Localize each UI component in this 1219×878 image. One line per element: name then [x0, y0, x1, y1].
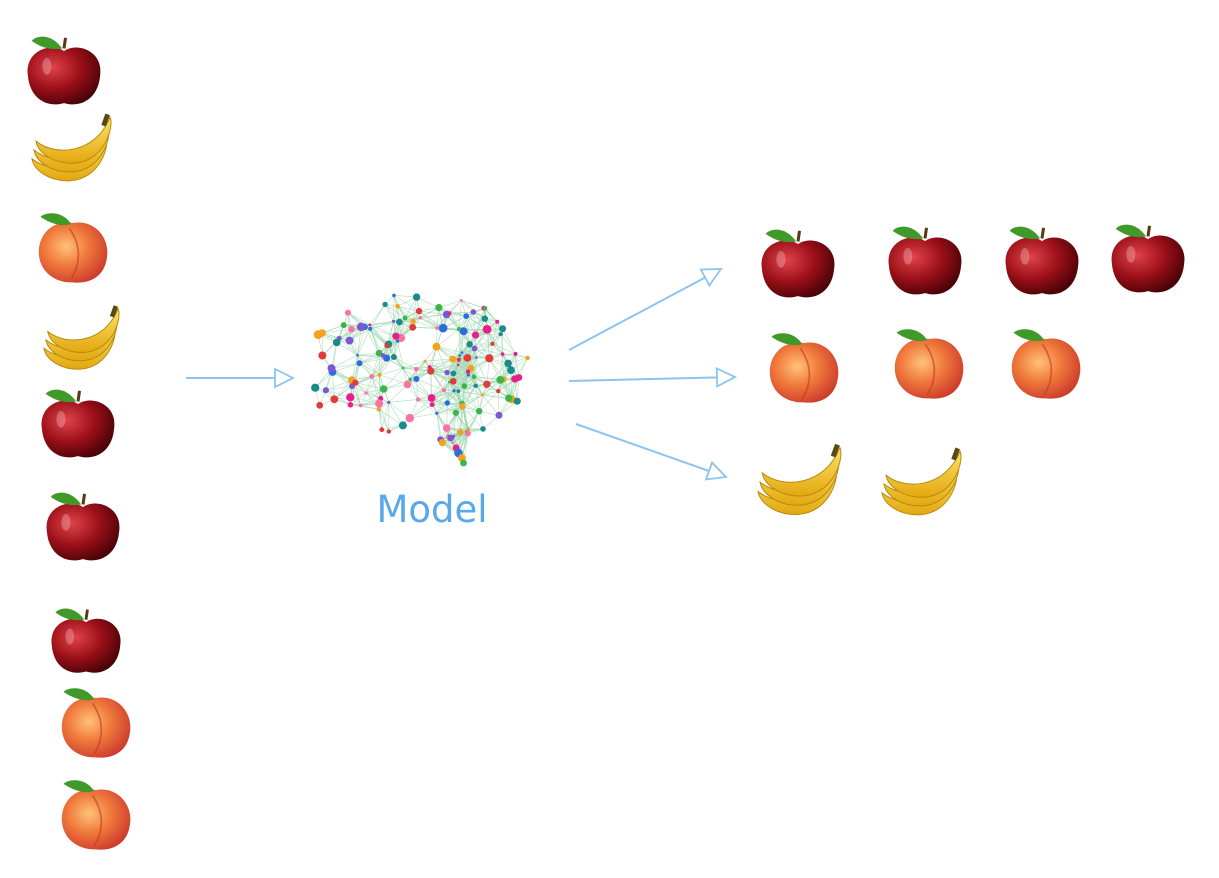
model-label: Model	[376, 488, 488, 531]
input-apple-2	[41, 389, 115, 458]
neural-network-brain-icon	[311, 293, 530, 467]
output-arrow-peaches	[568, 377, 735, 381]
apple-cluster	[761, 224, 1185, 298]
input-apple-3	[46, 492, 120, 561]
banana-cluster	[757, 443, 962, 516]
banana-cluster-banana-1	[757, 443, 842, 515]
apple-cluster-apple-3	[1005, 226, 1079, 295]
apple-cluster-apple-4	[1111, 224, 1185, 293]
input-banana-1	[31, 113, 112, 182]
peach-cluster-peach-2	[894, 329, 964, 399]
input-peach-2	[61, 688, 131, 758]
banana-cluster-banana-2	[881, 447, 962, 516]
input-peach-3	[61, 780, 131, 850]
input-fruits	[27, 36, 131, 850]
peach-cluster	[769, 329, 1081, 403]
input-apple-1	[27, 36, 101, 105]
output-arrow-apples	[568, 269, 721, 351]
peach-cluster-peach-1	[769, 333, 839, 403]
peach-cluster-peach-3	[1011, 329, 1081, 399]
output-clusters	[757, 224, 1185, 516]
apple-cluster-apple-2	[888, 226, 962, 295]
input-apple-4	[51, 608, 121, 673]
input-peach-1	[38, 213, 108, 283]
apple-cluster-apple-1	[761, 229, 835, 298]
output-arrow-bananas	[575, 423, 726, 477]
input-banana-2	[43, 305, 120, 370]
